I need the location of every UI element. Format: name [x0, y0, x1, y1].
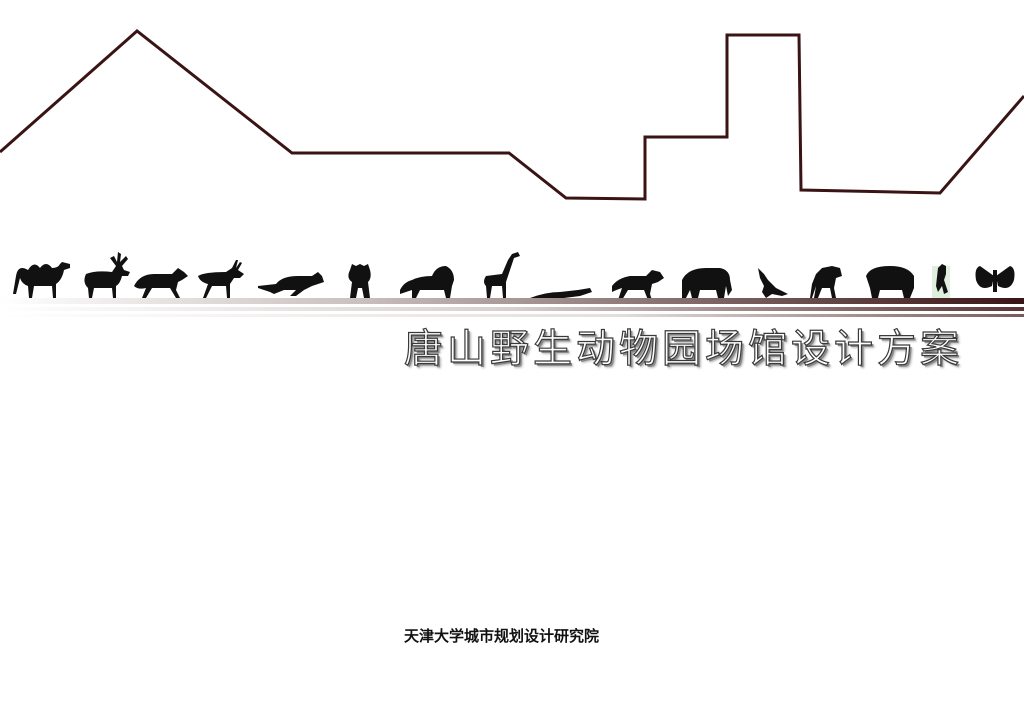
lion-icon [400, 266, 454, 298]
camel-icon [13, 262, 70, 298]
giraffe-icon [484, 252, 520, 298]
monkey-icon [810, 266, 842, 298]
reindeer-icon [84, 252, 130, 298]
bear-icon [348, 264, 371, 298]
butterfly-icon [975, 266, 1015, 292]
gradient-stripes [0, 298, 1024, 317]
lemur-icon [932, 264, 950, 298]
crocodile-icon [530, 288, 592, 300]
wolf-icon [134, 268, 188, 298]
eagle-icon [758, 268, 788, 298]
leopard-icon [612, 270, 664, 300]
animal-silhouette-row [13, 252, 1015, 300]
institute-name: 天津大学城市规划设计研究院 [404, 627, 600, 645]
elephant-icon [682, 268, 732, 298]
hippo-icon [866, 266, 914, 298]
page-title: 唐山野生动物园场馆设计方案 [403, 326, 964, 372]
skyline-outline [0, 29, 1024, 201]
cheetah-icon [258, 272, 324, 296]
antelope-icon [198, 260, 244, 298]
